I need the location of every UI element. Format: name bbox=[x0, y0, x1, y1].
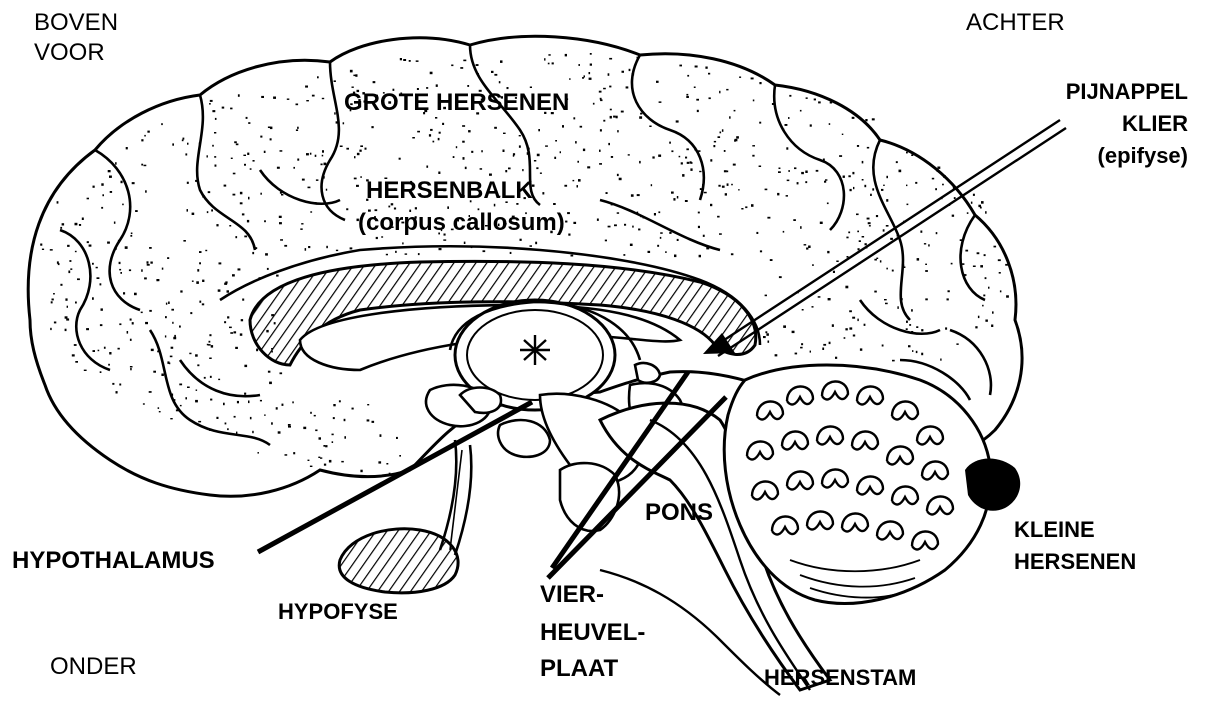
pons-label: PONS bbox=[645, 500, 713, 525]
brainstem-label: HERSENSTAM bbox=[764, 666, 916, 689]
pineal-label-line3: (epifyse) bbox=[1098, 144, 1188, 167]
pineal-label-line1: PIJNAPPEL bbox=[1066, 80, 1188, 103]
orientation-top-label: BOVEN bbox=[34, 10, 118, 35]
quadrigeminal-label-line1: VIER- bbox=[540, 582, 604, 607]
orientation-front-label: VOOR bbox=[34, 40, 105, 65]
pituitary-gland bbox=[339, 529, 458, 593]
quadrigeminal-label-line3: PLAAT bbox=[540, 656, 618, 681]
cerebellum-label-line2: HERSENEN bbox=[1014, 550, 1136, 573]
pineal-label-line2: KLIER bbox=[1122, 112, 1188, 135]
pituitary-label: HYPOFYSE bbox=[278, 600, 398, 623]
cerebellum-label-line1: KLEINE bbox=[1014, 518, 1095, 541]
hypothalamus-label: HYPOTHALAMUS bbox=[12, 548, 215, 573]
quadrigeminal-label-line2: HEUVEL- bbox=[540, 620, 645, 645]
orientation-bottom-label: ONDER bbox=[50, 654, 137, 679]
corpus-callosum-latin-label: (corpus callosum) bbox=[358, 210, 565, 235]
orientation-back-label: ACHTER bbox=[966, 10, 1065, 35]
cerebrum-label: GROTE HERSENEN bbox=[344, 90, 569, 115]
corpus-callosum-label: HERSENBALK bbox=[366, 178, 533, 203]
thalamus-star bbox=[520, 335, 550, 365]
